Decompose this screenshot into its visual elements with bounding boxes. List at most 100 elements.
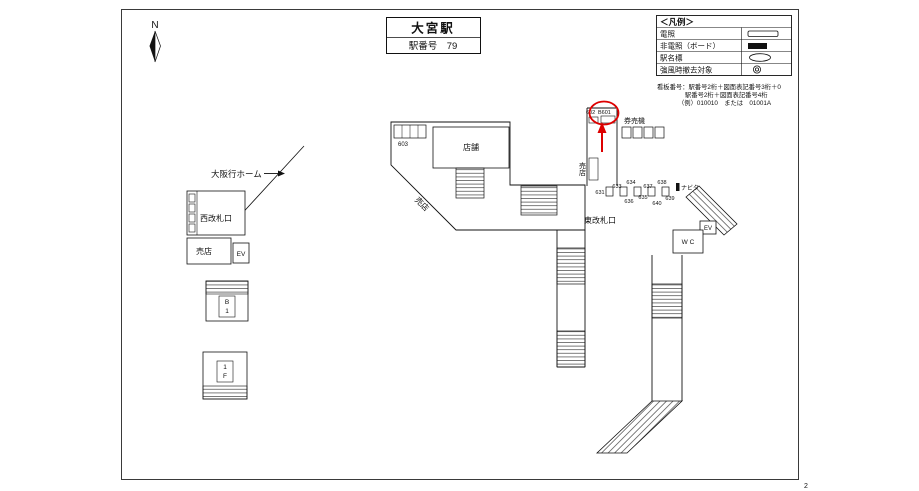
north-label: N	[151, 20, 158, 31]
center-stairs	[455, 167, 485, 199]
compass-needle-icon	[149, 31, 155, 62]
gate-machine	[605, 186, 614, 197]
west-gate-label: 西改札口	[200, 213, 232, 223]
west-gate: 西改札口	[186, 190, 246, 236]
stairs-b1-label: 1	[225, 308, 229, 315]
note-line: 看板番号：駅番号2桁＋図面表記番号3桁＋0	[657, 82, 781, 91]
gate-machine	[661, 186, 670, 197]
west-gate-outline	[186, 190, 246, 236]
toilet-label: W C	[682, 239, 695, 246]
legend-item-label: 電照	[660, 30, 675, 39]
elevator-box	[699, 220, 717, 235]
corridor-stairs	[556, 330, 586, 368]
ticket-machine	[621, 126, 632, 139]
sign-number: 640	[652, 201, 661, 207]
lit-sign-icon	[747, 30, 779, 37]
compass-needle-icon	[154, 30, 161, 63]
sign-603-label: 603	[398, 142, 409, 148]
stair-treads	[202, 385, 248, 400]
west-area: 大阪行ホーム 西改札口 売店 EV B 1	[186, 145, 305, 400]
gate-machine	[647, 186, 656, 197]
legend-item-label: 強風時撤去対象	[660, 65, 713, 75]
b601-highlight	[588, 100, 620, 152]
north-compass: N	[149, 20, 161, 63]
gate-machine	[188, 193, 196, 203]
double-circle-icon	[753, 65, 762, 74]
store-outline	[432, 126, 510, 169]
sign-b601-label: B601	[598, 110, 611, 116]
gate-machine	[619, 186, 628, 197]
shop-603: 603	[393, 124, 427, 148]
b601-highlight-circle	[588, 100, 620, 126]
east-kiosk-box	[588, 157, 599, 181]
toilet: W C	[672, 229, 704, 254]
unlit-board-icon	[748, 43, 767, 49]
legend-frame	[656, 15, 792, 76]
west-elevator: EV	[232, 242, 250, 264]
stairs-b1-label: B	[225, 299, 229, 306]
gate-machine	[188, 223, 196, 233]
west-shop-outline	[186, 237, 232, 265]
elevator-label: EV	[237, 251, 246, 258]
east-gate-area: 631 633 634 637 638 636 635 640 639 ナビタ …	[584, 180, 699, 225]
track-line	[236, 145, 305, 220]
sign-number: 638	[657, 180, 666, 186]
corridor-stairs	[556, 247, 586, 285]
elevator-box	[232, 242, 250, 264]
stairs-b1-labelbox	[218, 295, 236, 318]
station-name: 大宮駅	[411, 21, 455, 36]
west-shop-label: 売店	[196, 246, 212, 256]
ticket-machines-label: 券売機	[624, 116, 645, 125]
sign-number: 631	[595, 190, 604, 196]
navita-label: ナビタ	[681, 184, 699, 192]
store-label: 店舗	[463, 142, 479, 152]
south-corridor-east	[595, 255, 684, 454]
gate-machine	[633, 186, 642, 197]
center-stairs	[520, 185, 558, 216]
stair-treads	[205, 280, 249, 295]
south-corridor-west	[556, 230, 586, 368]
ticket-machine	[632, 126, 643, 139]
toilet-box	[672, 229, 704, 254]
sign-number: 633	[612, 184, 621, 190]
sign-number: 635	[638, 195, 647, 201]
east-elevator: EV	[699, 220, 717, 235]
gate-machine	[188, 203, 196, 213]
legend-item-label: 駅名標	[660, 53, 683, 63]
legend: ＜凡例＞ 電照 非電照（ボード） 駅名標 強風時撤去対象	[656, 15, 792, 76]
east-corridor: 602 B601 売店 券売機	[579, 107, 665, 186]
legend-title: ＜凡例＞	[660, 17, 694, 27]
east-kiosk-label: 売店	[579, 161, 587, 177]
legend-notes: 看板番号：駅番号2桁＋図面表記番号3桁＋0 駅番号2桁＋図面表記番号4桁 （例）…	[657, 82, 781, 107]
title-box: 大宮駅 駅番号 79	[386, 17, 481, 54]
sign-602-label: 602	[586, 110, 595, 116]
stairs-1f-labelbox	[216, 360, 234, 383]
legend-item-label: 非電照（ボード）	[660, 41, 720, 51]
ticket-machine	[654, 126, 665, 139]
title-box-frame	[386, 17, 481, 54]
ticket-machine	[643, 126, 654, 139]
station-number: 駅番号 79	[409, 40, 458, 52]
gate-machine	[188, 213, 196, 223]
b601-arrow-head	[597, 122, 607, 133]
note-line: （例）010010 または 01001A	[678, 98, 772, 107]
station-name-sign-icon	[749, 53, 771, 62]
stairs-b1: B 1	[205, 280, 249, 322]
west-shop: 売店	[186, 237, 232, 265]
platform-label: 大阪行ホーム	[211, 169, 262, 179]
navita-kiosk-icon	[676, 183, 680, 191]
east-gate-label: 東改札口	[584, 215, 616, 225]
sign-number: 637	[643, 184, 652, 190]
page-number: 2	[804, 483, 808, 490]
sign-number: 639	[665, 196, 674, 202]
sign-number: 636	[624, 199, 633, 205]
elevator-label: EV	[704, 226, 712, 232]
stairs-1f: 1 F	[202, 351, 248, 400]
stairs-1f-label: F	[223, 373, 227, 380]
sign-number: 634	[626, 180, 635, 186]
note-line: 駅番号2桁＋図面表記番号4桁	[685, 90, 768, 99]
corridor-stairs	[651, 283, 683, 319]
stairs-1f-label: 1	[223, 364, 227, 371]
